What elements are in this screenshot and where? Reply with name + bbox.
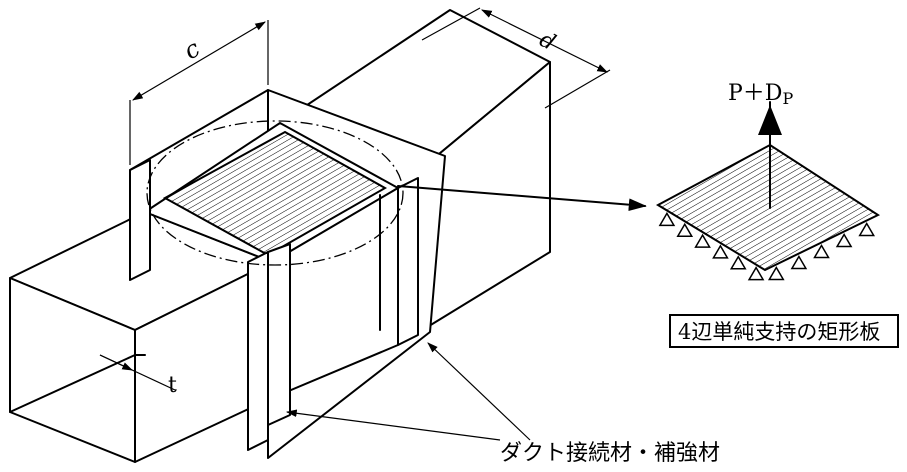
- detail-plate-hatched: [655, 143, 881, 272]
- dim-d-arrow-line: [481, 9, 608, 73]
- member-leader-2: [427, 342, 531, 441]
- support-triangle-icon: [712, 244, 729, 259]
- support-triangles: [658, 211, 876, 281]
- dim-c-label: c: [179, 34, 205, 65]
- support-triangle-icon: [729, 255, 747, 270]
- member-leader-1: [285, 409, 501, 441]
- thickness-indicator: t: [99, 354, 177, 398]
- connection-flange-right: [397, 177, 419, 346]
- plate-caption-box: [669, 314, 899, 348]
- support-triangle-icon: [790, 255, 808, 270]
- dim-d-ext-left: [421, 7, 481, 41]
- joint-section: [129, 89, 399, 451]
- plate-caption-text: 4辺単純支持の矩形板: [678, 320, 880, 344]
- plate-caption: 4辺単純支持の矩形板: [669, 314, 899, 348]
- support-triangle-icon: [858, 222, 876, 237]
- dim-d-label: d: [535, 27, 559, 56]
- support-triangle-icon: [676, 222, 694, 237]
- load-label: P＋DP: [728, 81, 793, 108]
- member-caption: ダクト接続材・補強材: [500, 441, 720, 466]
- support-triangle-icon: [767, 266, 785, 281]
- load-label-subscript: P: [782, 89, 793, 108]
- support-triangle-icon: [813, 244, 830, 259]
- dim-c-arrow-line: [132, 21, 266, 101]
- focus-ellipse: [146, 120, 404, 266]
- front-flange-plate: [247, 251, 269, 451]
- support-triangle-icon: [694, 233, 711, 248]
- support-triangle-icon: [658, 211, 676, 227]
- thickness-arrow: [99, 354, 133, 371]
- detail-leader-arrow: [397, 185, 647, 211]
- left-duct-inner-edge: [9, 354, 136, 413]
- connection-flange-left: [129, 159, 151, 281]
- thickness-label: t: [168, 373, 177, 398]
- dimension-c: c: [129, 20, 269, 165]
- detail-plate: P＋DP: [655, 81, 881, 281]
- left-duct: [9, 211, 273, 463]
- member-leaders: [285, 342, 531, 441]
- front-flange-plate-b: [267, 243, 291, 426]
- hatched-plate: [162, 130, 388, 257]
- dim-d-ext-right: [544, 69, 611, 109]
- load-arrow-head-icon: [758, 105, 782, 135]
- support-triangle-icon: [747, 266, 765, 281]
- flange-top-line: [129, 89, 269, 171]
- support-triangle-icon: [835, 233, 853, 248]
